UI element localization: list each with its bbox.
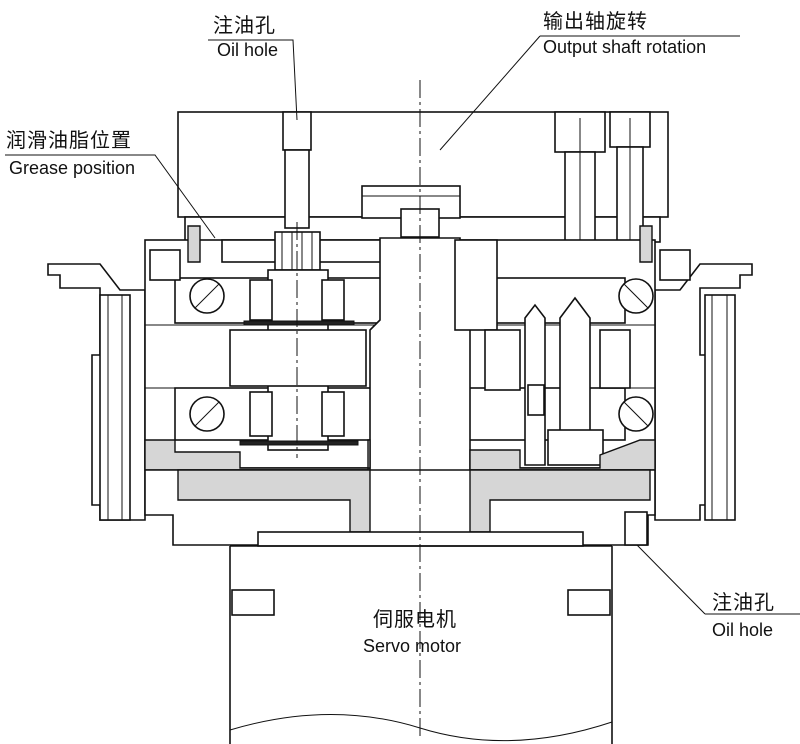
leader-lines — [5, 35, 800, 615]
leader-oil-hole-bottom — [636, 544, 800, 615]
grease-position-en: Grease position — [9, 158, 136, 178]
grease-position-cn: 润滑油脂位置 — [6, 130, 132, 152]
bottom-oil-plug — [624, 511, 648, 546]
top-oil-plug — [282, 111, 312, 229]
right-mounting-frame — [654, 263, 753, 521]
output-rotation-cn: 输出轴旋转 — [543, 11, 648, 33]
oil-hole-bottom-cn: 注油孔 — [712, 592, 775, 614]
right-pin-assembly — [484, 296, 631, 466]
output-rotation-en: Output shaft rotation — [543, 37, 707, 57]
servo-motor-cn: 伺服电机 — [373, 609, 457, 631]
ball-bearings — [149, 249, 691, 432]
leader-grease — [5, 154, 216, 239]
oil-hole-top-cn: 注油孔 — [213, 15, 276, 37]
leader-oil-hole-top — [208, 39, 298, 121]
leader-output-rotation — [439, 35, 740, 151]
planet-gear-assembly — [221, 231, 383, 451]
left-mounting-frame — [47, 263, 146, 521]
oil-hole-top-en: Oil hole — [217, 40, 279, 60]
servo-motor-en: Servo motor — [363, 636, 462, 656]
grease-filled-base — [144, 225, 656, 546]
oil-hole-bottom-en: Oil hole — [712, 620, 774, 640]
